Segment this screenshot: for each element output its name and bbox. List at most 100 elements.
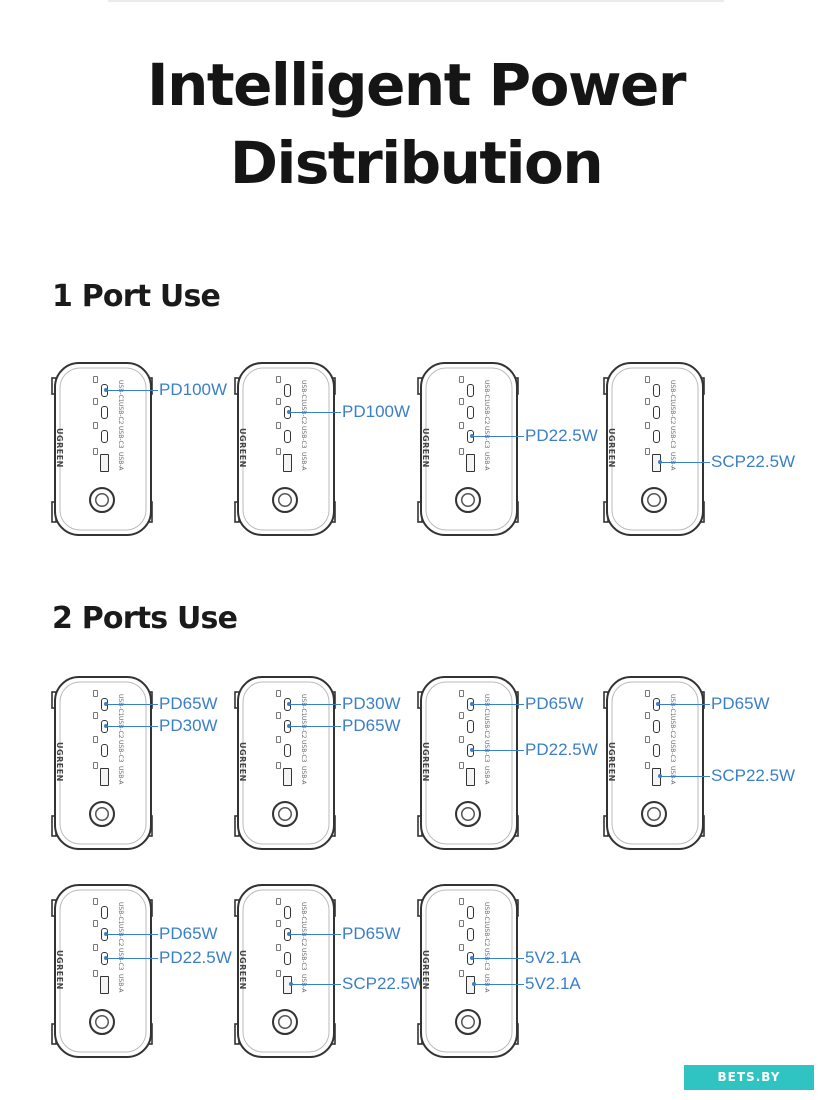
port-name: USB-C1	[669, 380, 676, 403]
section-heading-1-port: 1 Port Use	[52, 279, 221, 314]
usb-c-port	[284, 430, 291, 443]
port-name: USB-C3	[669, 426, 676, 449]
brand-text: UGREEN	[55, 742, 64, 782]
port-name: USB-C2	[300, 716, 307, 739]
port-name: USB-A	[300, 452, 307, 471]
callout-dot	[287, 702, 291, 706]
section-heading-2-ports: 2 Ports Use	[52, 601, 238, 636]
brand-text: UGREEN	[238, 742, 247, 782]
callout-line	[289, 704, 341, 705]
usb-a-port	[466, 768, 475, 786]
port-name: USB-C3	[117, 426, 124, 449]
port-name: USB-A	[300, 766, 307, 785]
power-label: PD22.5W	[525, 740, 598, 759]
port-name: USB-C2	[669, 402, 676, 425]
port-name: USB-C1	[300, 694, 307, 717]
power-label: 5V2.1A	[525, 974, 581, 993]
port-indicator	[645, 448, 650, 455]
power-label: SCP22.5W	[711, 452, 796, 471]
usb-c-port	[284, 906, 291, 919]
port-indicator	[459, 898, 464, 905]
power-button	[89, 801, 115, 827]
usb-c-port	[101, 744, 108, 757]
callout-line	[472, 436, 524, 437]
power-label: PD22.5W	[159, 948, 232, 967]
port-name: USB-C3	[483, 740, 490, 763]
port-indicator	[645, 712, 650, 719]
usb-a-port	[100, 454, 109, 472]
port-name: USB-C1	[300, 380, 307, 403]
port-indicator	[459, 944, 464, 951]
callout-line	[106, 958, 158, 959]
brand-text: UGREEN	[607, 428, 616, 468]
callout-line	[472, 704, 524, 705]
power-label: PD22.5W	[525, 426, 598, 445]
callout-line	[289, 934, 341, 935]
port-name: USB-C2	[669, 716, 676, 739]
power-label: PD65W	[159, 924, 218, 943]
callout-line	[289, 726, 341, 727]
power-button	[272, 1009, 298, 1035]
port-indicator	[459, 712, 464, 719]
port-indicator	[93, 736, 98, 743]
charger-body	[51, 362, 153, 536]
port-indicator	[276, 690, 281, 697]
port-indicator	[645, 422, 650, 429]
power-button	[455, 801, 481, 827]
port-indicator	[459, 762, 464, 769]
usb-c-port	[467, 384, 474, 397]
usb-c-port	[101, 406, 108, 419]
port-indicator	[459, 920, 464, 927]
port-indicator	[459, 448, 464, 455]
port-indicator	[276, 944, 281, 951]
port-name: USB-C1	[117, 380, 124, 403]
power-label: PD65W	[342, 716, 401, 735]
port-indicator	[459, 398, 464, 405]
port-name: USB-C2	[117, 924, 124, 947]
power-button	[641, 801, 667, 827]
brand-text: UGREEN	[55, 950, 64, 990]
charger-body	[603, 362, 705, 536]
callout-dot	[287, 932, 291, 936]
callout-dot	[470, 434, 474, 438]
port-indicator	[645, 690, 650, 697]
port-name: USB-A	[117, 974, 124, 993]
page-title-line-1: Intelligent Power	[146, 51, 687, 119]
port-name: USB-C3	[300, 740, 307, 763]
callout-line	[472, 750, 524, 751]
port-indicator	[276, 970, 281, 977]
port-indicator	[276, 712, 281, 719]
callout-dot	[470, 702, 474, 706]
callout-dot	[104, 956, 108, 960]
port-indicator	[93, 448, 98, 455]
usb-c-port	[653, 720, 660, 733]
charger-body	[417, 676, 519, 850]
charger-body	[234, 362, 336, 536]
callout-dot	[289, 982, 293, 986]
usb-c-port	[284, 384, 291, 397]
port-name: USB-C1	[117, 694, 124, 717]
port-indicator	[276, 448, 281, 455]
port-name: USB-A	[117, 766, 124, 785]
port-indicator	[276, 398, 281, 405]
charger-body	[234, 676, 336, 850]
callout-line	[658, 704, 710, 705]
usb-c-port	[467, 720, 474, 733]
usb-a-port	[100, 976, 109, 994]
callout-line	[291, 984, 341, 985]
port-name: USB-C3	[483, 948, 490, 971]
brand-text: UGREEN	[238, 950, 247, 990]
watermark: BETS.BY	[684, 1065, 814, 1090]
port-indicator	[645, 376, 650, 383]
port-indicator	[276, 422, 281, 429]
port-name: USB-C2	[483, 924, 490, 947]
usb-c-port	[284, 952, 291, 965]
port-name: USB-C1	[117, 902, 124, 925]
usb-a-port	[466, 454, 475, 472]
